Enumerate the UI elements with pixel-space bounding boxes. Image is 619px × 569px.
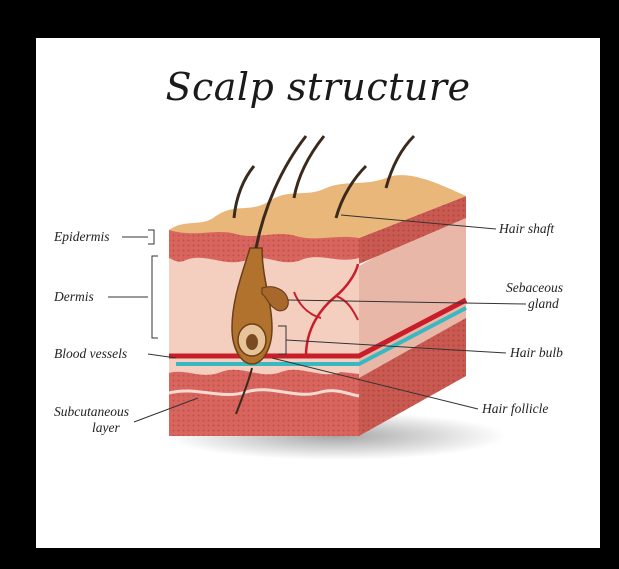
label-dermis: Dermis — [53, 289, 94, 304]
diagram-frame: Scalp structure — [36, 38, 600, 548]
bracket-dermis — [152, 256, 158, 338]
hair-papilla — [246, 334, 258, 350]
label-subcutaneous-1: Subcutaneous — [54, 404, 129, 419]
scalp-diagram: Epidermis Dermis Blood vessels Subcutane… — [36, 38, 600, 548]
label-sebaceous-1: Sebaceous — [506, 280, 563, 295]
bracket-epidermis — [148, 230, 154, 244]
label-hair-bulb: Hair bulb — [509, 345, 563, 360]
label-blood-vessels: Blood vessels — [54, 346, 127, 361]
label-epidermis: Epidermis — [53, 229, 110, 244]
label-sebaceous-2: gland — [528, 296, 559, 311]
label-hair-follicle: Hair follicle — [481, 401, 548, 416]
label-subcutaneous-2: layer — [92, 420, 120, 435]
subcutaneous-front — [169, 370, 359, 436]
label-hair-shaft: Hair shaft — [498, 221, 555, 236]
